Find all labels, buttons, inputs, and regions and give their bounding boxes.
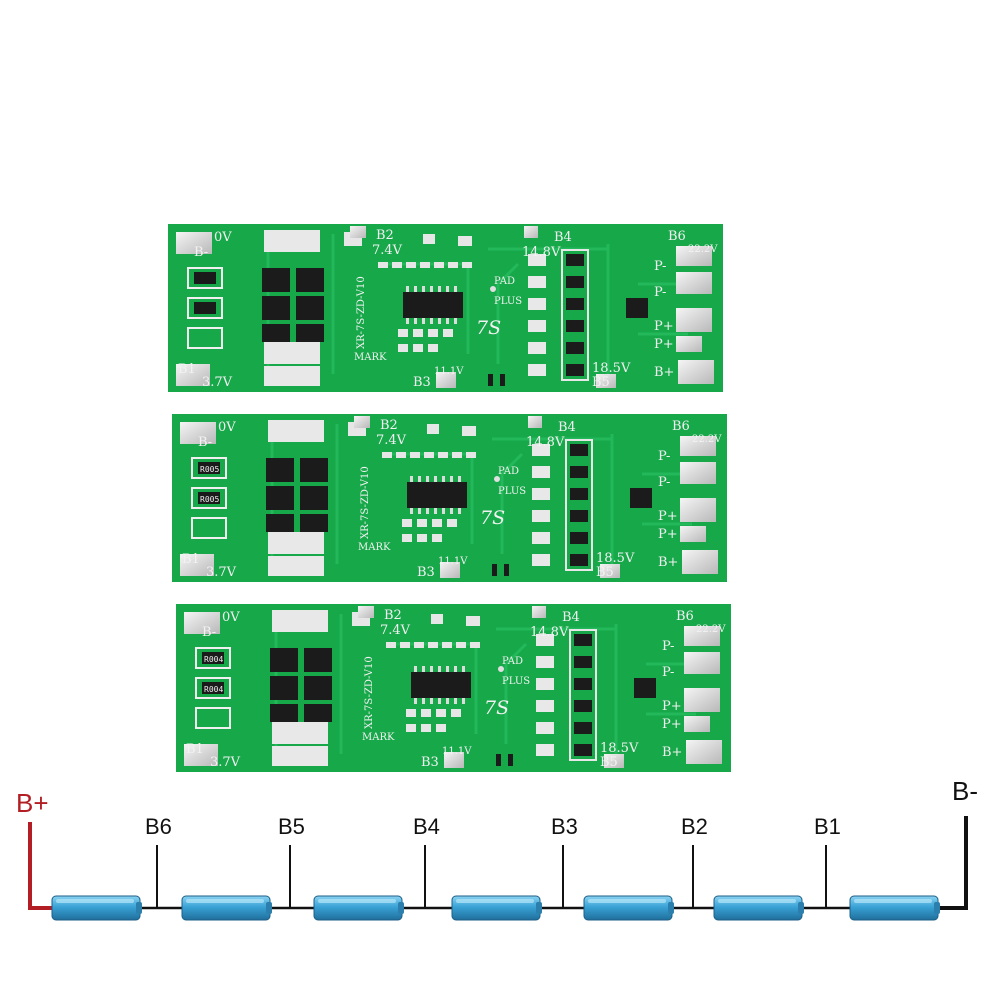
shunt-resistor-code: R004 bbox=[204, 655, 223, 664]
silkscreen-v148: 14.8V bbox=[530, 625, 569, 640]
tap-label-b2: B2 bbox=[681, 814, 708, 839]
silkscreen-v37: 3.7V bbox=[210, 755, 241, 770]
battery-cell bbox=[313, 895, 405, 921]
silkscreen-b-minus: B- bbox=[202, 625, 216, 640]
silkscreen-b6: B6 bbox=[668, 229, 686, 244]
shunt-resistor-code: R004 bbox=[204, 685, 223, 694]
tap-label-b5: B5 bbox=[278, 814, 305, 839]
silkscreen-mark: MARK bbox=[358, 542, 391, 553]
silkscreen-b6: B6 bbox=[672, 419, 690, 434]
silkscreen-zero-v: 0V bbox=[222, 610, 240, 625]
silkscreen-p-plus-2: P+ bbox=[658, 527, 678, 542]
silkscreen-b2: B2 bbox=[376, 228, 394, 243]
silkscreen-p-plus-1: P+ bbox=[662, 699, 682, 714]
silkscreen-b-minus: B- bbox=[194, 245, 208, 260]
silkscreen-b4: B4 bbox=[554, 230, 572, 245]
silkscreen-mark: MARK bbox=[354, 352, 387, 363]
silkscreen-p-minus-1: P- bbox=[662, 639, 674, 654]
silkscreen-v185: 18.5V bbox=[596, 551, 635, 566]
silkscreen-b5: B5 bbox=[600, 755, 618, 770]
tap-label-b4: B4 bbox=[413, 814, 440, 839]
silkscreen-b-plus: B+ bbox=[658, 555, 678, 570]
silkscreen-b6: B6 bbox=[676, 609, 694, 624]
silkscreen-v222: 22.2V bbox=[696, 624, 726, 635]
b-minus-wire bbox=[936, 816, 968, 910]
silkscreen-b2: B2 bbox=[380, 418, 398, 433]
silkscreen-v74: 7.4V bbox=[372, 243, 403, 258]
silkscreen-v185: 18.5V bbox=[592, 361, 631, 376]
battery-cell bbox=[583, 895, 675, 921]
silkscreen-model: XR-7S-ZD-V10 bbox=[356, 276, 367, 349]
silkscreen-b1: B1 bbox=[186, 742, 204, 757]
silkscreen-zero-v: 0V bbox=[214, 230, 232, 245]
silkscreen-v111: 11.1V bbox=[442, 746, 472, 757]
tap-label-b1: B1 bbox=[814, 814, 841, 839]
silkscreen-v222: 22.2V bbox=[692, 434, 722, 445]
silkscreen-p-minus-1: P- bbox=[658, 449, 670, 464]
silkscreen-series: 7S bbox=[484, 697, 509, 719]
silkscreen-series: 7S bbox=[480, 507, 505, 529]
battery-cell bbox=[451, 895, 543, 921]
silkscreen-v222: 22.2V bbox=[688, 244, 718, 255]
silkscreen-b5: B5 bbox=[596, 565, 614, 580]
silkscreen-v74: 7.4V bbox=[376, 433, 407, 448]
silkscreen-pad: PAD bbox=[502, 656, 523, 667]
silkscreen-pad: PAD bbox=[494, 276, 515, 287]
silkscreen-plus: PLUS bbox=[498, 486, 526, 497]
tap-label-b6: B6 bbox=[145, 814, 172, 839]
silkscreen-p-minus-1: P- bbox=[654, 259, 666, 274]
b-plus-wire bbox=[28, 822, 60, 910]
silkscreen-v37: 3.7V bbox=[206, 565, 237, 580]
silkscreen-zero-v: 0V bbox=[218, 420, 236, 435]
silkscreen-p-plus-1: P+ bbox=[654, 319, 674, 334]
silkscreen-b4: B4 bbox=[562, 610, 580, 625]
b-minus-label: B- bbox=[952, 776, 978, 806]
silkscreen-v148: 14.8V bbox=[526, 435, 565, 450]
silkscreen-p-plus-1: P+ bbox=[658, 509, 678, 524]
tap-label-b3: B3 bbox=[551, 814, 578, 839]
silkscreen-b-minus: B- bbox=[198, 435, 212, 450]
silkscreen-b5: B5 bbox=[592, 375, 610, 390]
silkscreen-series: 7S bbox=[476, 317, 501, 339]
silkscreen-b1: B1 bbox=[178, 362, 196, 377]
silkscreen-pad: PAD bbox=[498, 466, 519, 477]
silkscreen-b-plus: B+ bbox=[654, 365, 674, 380]
silkscreen-b-plus: B+ bbox=[662, 745, 682, 760]
silkscreen-plus: PLUS bbox=[502, 676, 530, 687]
shunt-resistor-code: R005 bbox=[200, 465, 219, 474]
silkscreen-p-plus-2: P+ bbox=[654, 337, 674, 352]
shunt-resistor-code: R005 bbox=[200, 495, 219, 504]
silkscreen-v37: 3.7V bbox=[202, 375, 233, 390]
silkscreen-b1: B1 bbox=[182, 552, 200, 567]
battery-cell bbox=[51, 895, 143, 921]
silkscreen-b4: B4 bbox=[558, 420, 576, 435]
silkscreen-v111: 11.1V bbox=[438, 556, 468, 567]
b-plus-label: B+ bbox=[16, 788, 49, 818]
silkscreen-b3: B3 bbox=[417, 565, 435, 580]
wiring-diagram: B6 B5 B4 B3 B2 B1 B+ B- bbox=[16, 776, 978, 921]
silkscreen-p-minus-2: P- bbox=[658, 475, 670, 490]
silkscreen-b3: B3 bbox=[421, 755, 439, 770]
battery-cell bbox=[181, 895, 273, 921]
silkscreen-p-minus-2: P- bbox=[662, 665, 674, 680]
silkscreen-b2: B2 bbox=[384, 608, 402, 623]
silkscreen-p-minus-2: P- bbox=[654, 285, 666, 300]
silkscreen-model: XR-7S-ZD-V10 bbox=[360, 466, 371, 539]
silkscreen-v148: 14.8V bbox=[522, 245, 561, 260]
battery-cell bbox=[713, 895, 805, 921]
silkscreen-v111: 11.1V bbox=[434, 366, 464, 377]
silkscreen-p-plus-2: P+ bbox=[662, 717, 682, 732]
battery-cell bbox=[849, 895, 941, 921]
silkscreen-v185: 18.5V bbox=[600, 741, 639, 756]
silkscreen-b3: B3 bbox=[413, 375, 431, 390]
silkscreen-v74: 7.4V bbox=[380, 623, 411, 638]
silkscreen-model: XR-7S-ZD-V10 bbox=[364, 656, 375, 729]
silkscreen-plus: PLUS bbox=[494, 296, 522, 307]
silkscreen-mark: MARK bbox=[362, 732, 395, 743]
